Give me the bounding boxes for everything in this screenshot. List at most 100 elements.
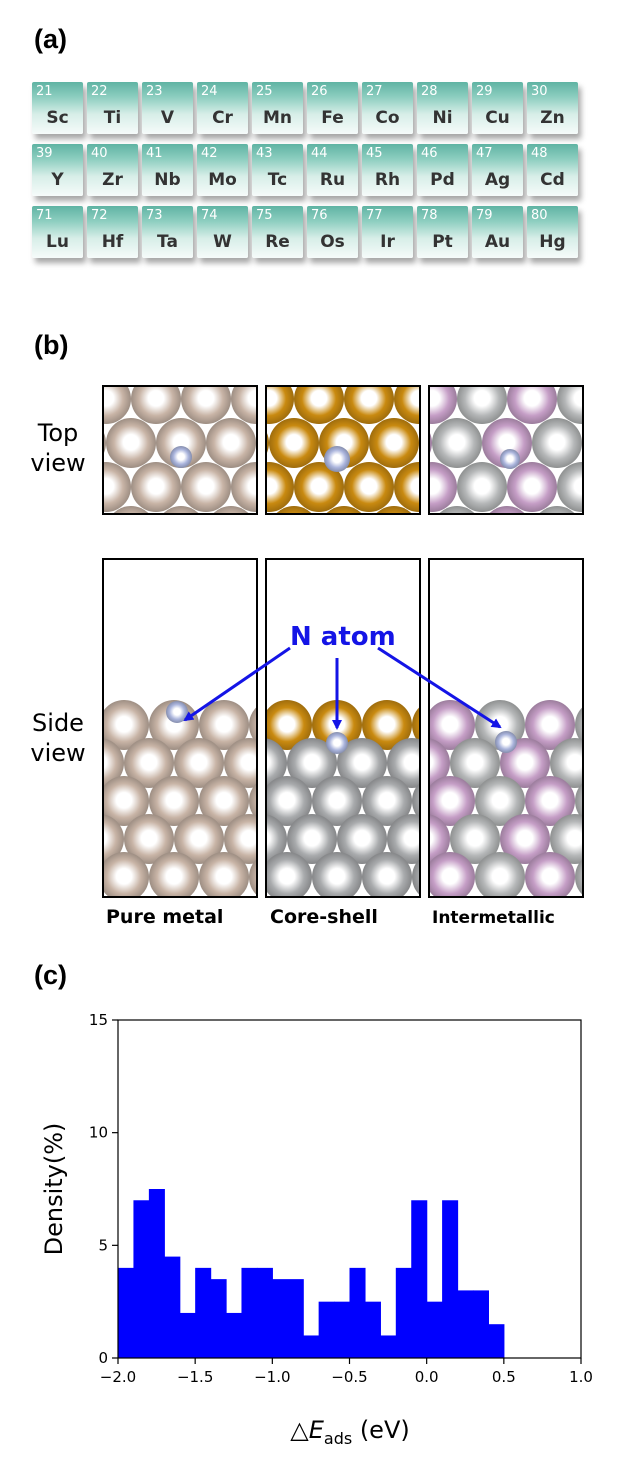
atomic-number: 39 [36,146,53,161]
atom-sphere [387,814,419,864]
atomic-number: 77 [366,208,383,223]
atom-sphere [104,776,149,826]
atomic-number: 41 [146,146,163,161]
atom-sphere [450,814,500,864]
y-tick-label: 0 [98,1349,108,1367]
atom-sphere [439,506,475,513]
atom-sphere [412,783,419,819]
atomic-number: 25 [256,84,273,99]
y-tick-label: 10 [89,1124,108,1142]
top-view-intermetallic [428,385,584,515]
atom-sphere [312,852,362,896]
element-symbol: Zr [102,170,123,190]
atom-sphere [394,387,419,424]
y-axis-label: Density(%) [40,1123,68,1256]
histogram-bar [472,1290,489,1358]
atomic-number: 43 [256,146,273,161]
atom-sphere [430,387,457,424]
atom-sphere [337,738,387,788]
element-symbol: Nb [154,170,181,190]
histogram-bar [118,1267,135,1358]
side-view-line2: view [30,739,86,767]
panel-label-a: (a) [34,24,67,54]
atom-sphere [249,859,256,895]
histogram-bar [148,1189,165,1358]
atom-sphere [231,387,256,424]
atom-sphere [475,852,525,896]
atomic-number: 48 [531,146,548,161]
atom-sphere [267,852,312,896]
element-symbol: Ta [157,232,178,252]
x-tick-label: 0.5 [492,1368,516,1386]
atomic-number: 79 [476,208,493,223]
x-tick-label: 0.0 [415,1368,439,1386]
atom-sphere [104,852,149,896]
atom-sphere [430,738,450,788]
atom-sphere [249,783,256,819]
y-tick-label: 15 [89,1011,108,1029]
element-symbol: Mo [208,170,237,190]
x-tick-label: −1.5 [177,1368,213,1386]
atom-sphere [267,462,294,512]
panel-label-c: (c) [34,960,67,990]
histogram-bar [303,1335,320,1358]
atom-sphere [362,776,412,826]
n-atom-label: N atom [290,622,396,652]
side-view-label: Side view [18,708,98,768]
atomic-number: 44 [311,146,328,161]
element-symbol: Pd [430,170,455,190]
atom-sphere [106,418,156,468]
element-symbol: Ti [103,108,122,128]
atomic-number: 46 [421,146,438,161]
atom-sphere [231,462,256,512]
histogram-bar [241,1267,258,1358]
atom-sphere [156,418,206,468]
atom-sphere [362,852,412,896]
atom-sphere [430,433,432,453]
atom-sphere [326,732,348,754]
atom-sphere [267,776,312,826]
atomic-number: 73 [146,208,163,223]
atom-sphere [500,449,520,469]
atom-sphere [430,814,450,864]
atom-sphere [124,814,174,864]
atom-sphere [482,418,532,468]
atom-sphere [267,433,269,453]
atom-sphere [344,462,394,512]
atom-sphere [324,446,350,472]
top-view-line1: Top [37,419,79,447]
atom-sphere [199,776,249,826]
atom-sphere [539,506,575,513]
atom-sphere [287,738,337,788]
atom-sphere [166,701,188,723]
atomic-number: 21 [36,84,53,99]
histogram-bar [349,1267,366,1358]
histogram-bar [318,1301,335,1358]
atom-sphere [495,731,517,753]
atom-sphere [312,776,362,826]
atomic-number: 47 [476,146,493,161]
atom-sphere [294,462,344,512]
side-view-core-shell [265,558,421,898]
element-symbol: Fe [321,108,344,128]
atom-sphere [575,859,582,895]
atom-sphere [170,446,192,468]
atom-sphere [432,418,482,468]
element-symbol: Rh [374,170,401,190]
atom-sphere [104,433,106,453]
side-view-line1: Side [32,709,84,737]
element-symbol: Cr [212,108,233,128]
atom-sphere [369,418,419,468]
atom-sphere [104,814,124,864]
